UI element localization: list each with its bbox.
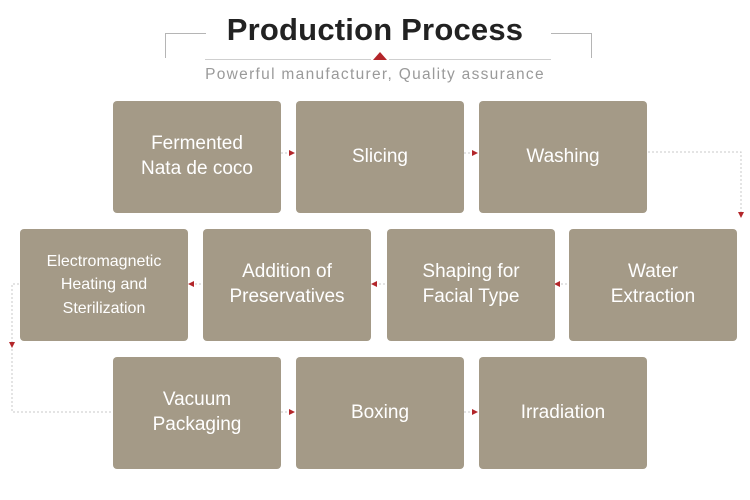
step-shaping-facial-type: Shaping for Facial Type — [387, 229, 555, 341]
step-addition-of-preservatives: Addition of Preservatives — [203, 229, 371, 341]
connector-3-4 — [648, 151, 744, 218]
step-boxing: Boxing — [296, 357, 464, 469]
connector-7-8-arrow — [9, 342, 15, 348]
step-slicing: Slicing — [296, 101, 464, 213]
page-title: Production Process — [226, 12, 524, 47]
step-vacuum-packaging: Vacuum Packaging — [113, 357, 281, 469]
page-subtitle: Powerful manufacturer, Quality assurance — [205, 66, 545, 83]
title-pointer-icon — [373, 52, 387, 60]
step-electromagnetic-heating-sterilization: Electromagnetic Heating and Sterilizatio… — [20, 229, 188, 341]
title-underline-right — [389, 59, 551, 60]
step-water-extraction: Water Extraction — [569, 229, 737, 341]
connector-7-8 — [11, 283, 111, 413]
step-irradiation: Irradiation — [479, 357, 647, 469]
step-fermented-nata-de-coco: Fermented Nata de coco — [113, 101, 281, 213]
title-underline-left — [205, 59, 371, 60]
title-bracket-left — [165, 33, 206, 58]
title-bracket-right — [551, 33, 592, 58]
step-washing: Washing — [479, 101, 647, 213]
